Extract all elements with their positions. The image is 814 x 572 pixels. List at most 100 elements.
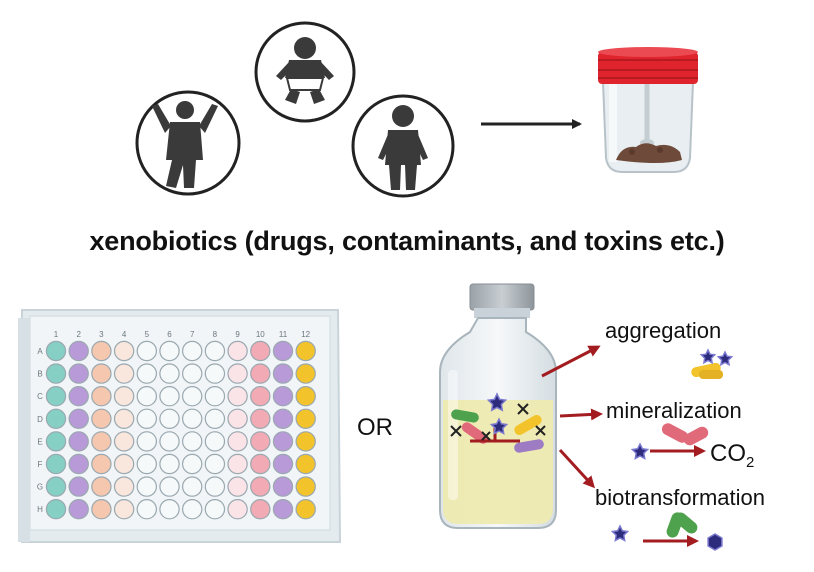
plate-well: [204, 476, 226, 497]
co2-subscript: 2: [746, 453, 755, 471]
plate-well: [272, 340, 294, 362]
plate-well: [181, 453, 203, 475]
plate-well: [227, 363, 248, 384]
plate-well: [91, 340, 112, 362]
plate-well: [272, 431, 294, 452]
transformed-product-hexagon-icon: [707, 533, 723, 551]
plate-well: [159, 453, 180, 475]
plate-column-label: 9: [235, 330, 240, 339]
plate-well: [45, 431, 67, 452]
plate-column-label: 3: [99, 330, 104, 339]
plate-well: [181, 431, 203, 452]
aggregation-label: aggregation: [605, 318, 722, 343]
biotransformation-label: biotransformation: [595, 485, 765, 510]
plate-well: [113, 453, 135, 475]
plate-well: [113, 408, 135, 429]
plate-well: [68, 386, 89, 407]
figure-title: xenobiotics (drugs, contaminants, and to…: [89, 226, 725, 256]
plate-well: [227, 476, 248, 497]
plate-well: [68, 363, 89, 384]
plate-well: [113, 386, 135, 407]
plate-well: [113, 363, 135, 384]
plate-row-label: G: [37, 483, 43, 492]
plate-well: [159, 340, 180, 362]
plate-well: [272, 408, 294, 429]
plate-well: [181, 386, 203, 407]
plate-column-label: 6: [167, 330, 172, 339]
plate-well: [91, 431, 112, 452]
plate-well: [295, 431, 316, 452]
xenobiotic-star-icon: [486, 392, 508, 412]
plate-row-label: C: [37, 392, 43, 401]
plate-well: [272, 363, 294, 384]
plate-row-label: E: [37, 437, 42, 446]
plate-well: [159, 408, 180, 429]
plate-well: [181, 340, 203, 362]
plate-well: [68, 340, 89, 362]
plate-well: [68, 453, 89, 475]
child-jumping-icon: [135, 90, 241, 196]
plate-well: [250, 408, 271, 429]
plate-well: [91, 476, 112, 497]
plate-well: [250, 386, 271, 407]
plate-well: [159, 499, 180, 520]
plate-well: [136, 408, 157, 429]
plate-well: [250, 453, 271, 475]
co2-label: CO2: [710, 440, 754, 471]
plate-well: [159, 431, 180, 452]
plate-well: [113, 340, 135, 362]
plate-well: [45, 363, 67, 384]
plate-well: [91, 499, 112, 520]
plate-well: [204, 386, 226, 407]
plate-well: [136, 386, 157, 407]
plate-row-label: F: [38, 460, 43, 469]
plate-well: [113, 499, 135, 520]
plate-well: [295, 363, 316, 384]
plate-well: [91, 453, 112, 475]
xenobiotic-star-icon: [716, 350, 734, 367]
plate-well: [136, 363, 157, 384]
plate-column-label: 7: [190, 330, 195, 339]
plate-well: [204, 499, 226, 520]
plate-well: [45, 476, 67, 497]
plate-column-label: 10: [256, 330, 265, 339]
plate-well: [295, 476, 316, 497]
plate-well: [272, 499, 294, 520]
plate-well: [159, 363, 180, 384]
plate-well: [91, 363, 112, 384]
plate-well: [181, 476, 203, 497]
plate-well: [159, 386, 180, 407]
plate-well: [272, 453, 294, 475]
plate-well: [295, 340, 316, 362]
plate-column-label: 11: [279, 330, 288, 339]
plate-well: [181, 363, 203, 384]
plate-well: [250, 476, 271, 497]
plate-column-label: 8: [213, 330, 218, 339]
plate-well: [91, 386, 112, 407]
plate-column-label: 1: [54, 330, 59, 339]
co2-base: CO: [710, 440, 746, 467]
plate-well: [204, 408, 226, 429]
baby-icon: [254, 21, 356, 123]
plate-well: [68, 499, 89, 520]
or-label: OR: [357, 414, 393, 441]
plate-well: [227, 386, 248, 407]
plate-well: [227, 453, 248, 475]
plate-well: [204, 363, 226, 384]
plate-well: [250, 499, 271, 520]
plate-well: [136, 476, 157, 497]
plate-well: [204, 340, 226, 362]
plate-column-label: 12: [301, 330, 310, 339]
plate-well: [250, 363, 271, 384]
plate-column-label: 4: [122, 330, 127, 339]
plate-well: [181, 499, 203, 520]
plate-row-label: D: [37, 415, 43, 424]
plate-well: [272, 476, 294, 497]
plate-well: [136, 453, 157, 475]
plate-well: [227, 408, 248, 429]
plate-well: [91, 408, 112, 429]
xenobiotic-star-icon: [699, 348, 717, 365]
plate-well: [250, 431, 271, 452]
